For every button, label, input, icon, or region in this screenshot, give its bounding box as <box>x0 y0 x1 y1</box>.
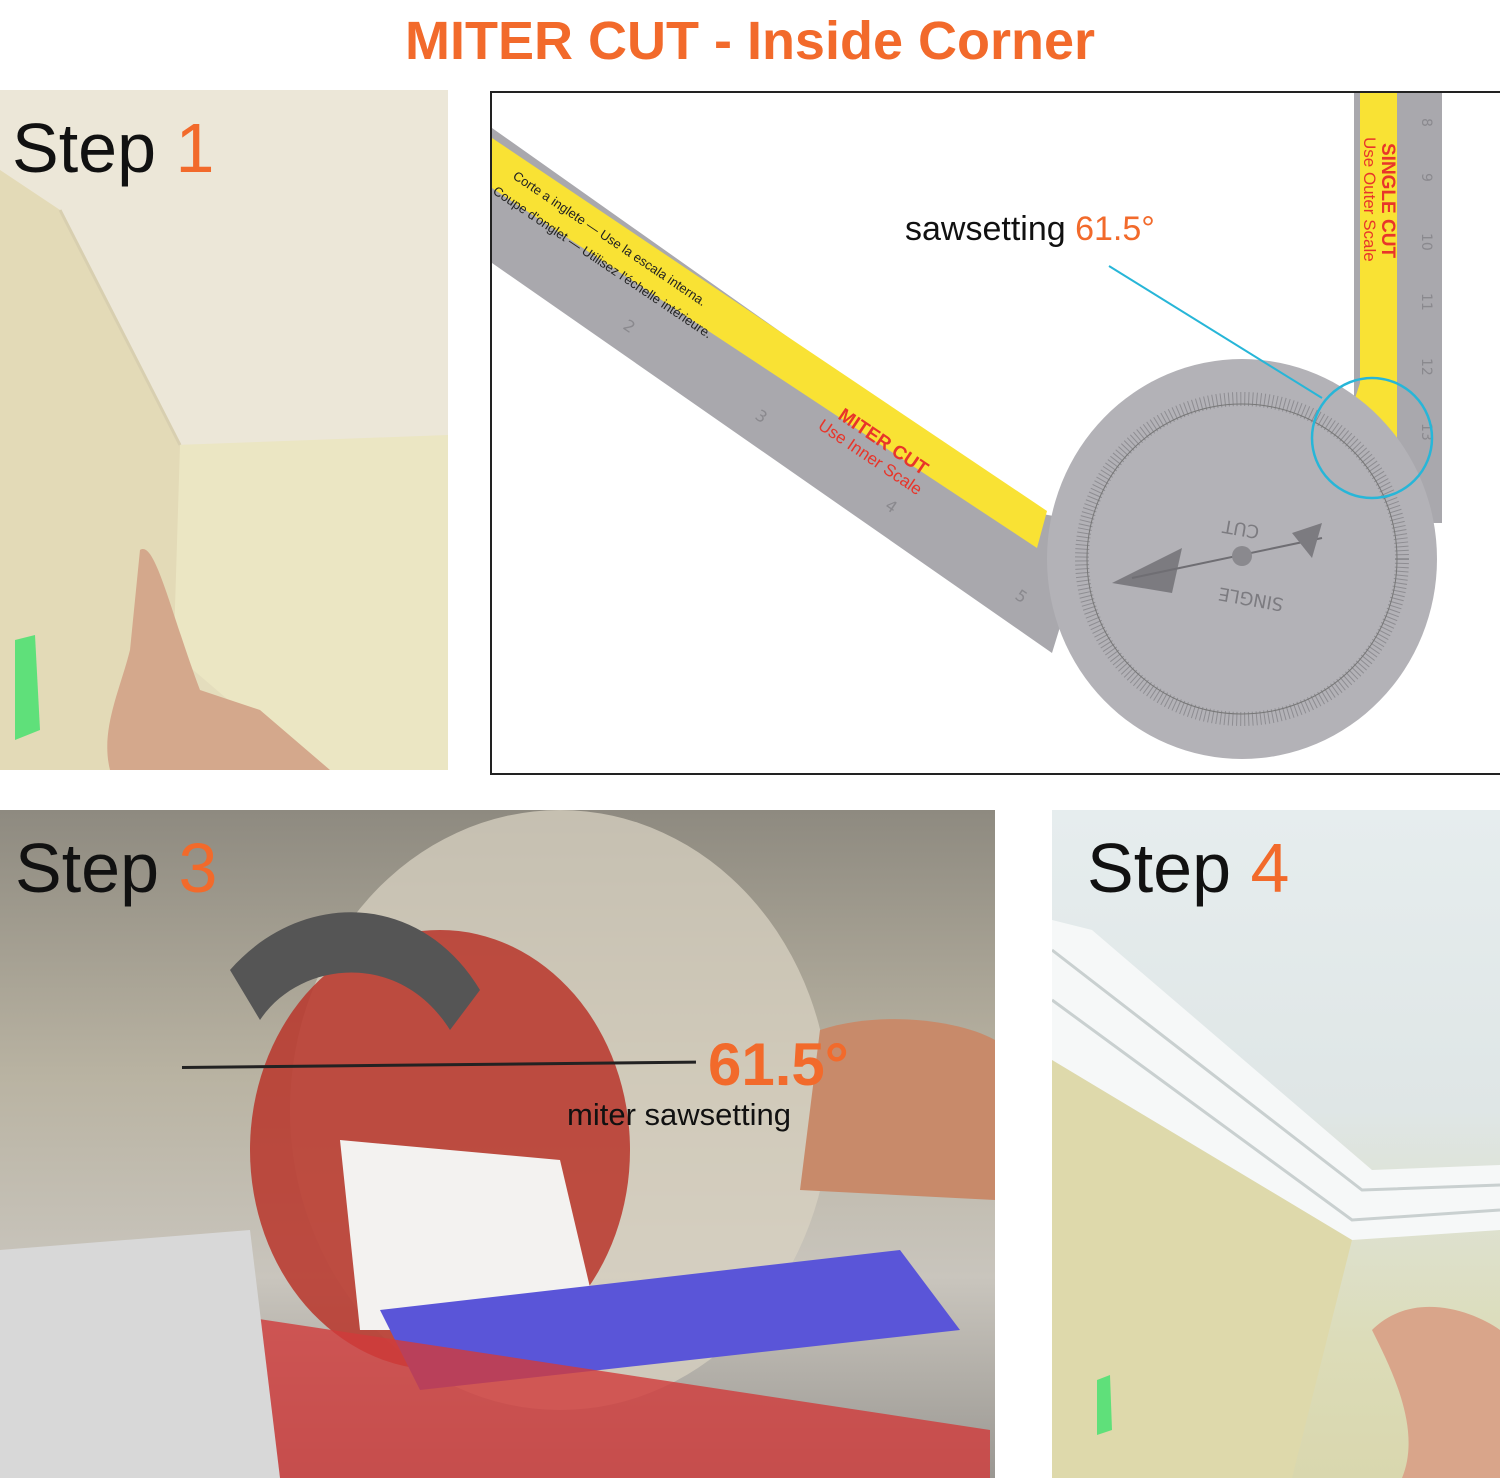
callout-line <box>1108 265 1323 399</box>
callout-circle <box>1310 376 1434 500</box>
step-number: 3 <box>178 829 218 907</box>
single-cut-sub: Use Outer Scale <box>1360 137 1379 262</box>
wall-corner-illustration <box>0 90 448 770</box>
protractor-callout: sawsetting 61.5° <box>905 210 1155 249</box>
step3-label: Step 3 <box>15 828 217 908</box>
protractor-dial: CUT SINGLE <box>1047 359 1437 759</box>
side-ruler-mark: 9 <box>1418 173 1434 182</box>
protractor-illustration: Corte a inglete — Use la escala interna.… <box>492 93 1442 759</box>
step4-photo: Step 4 <box>1052 810 1500 1478</box>
step1-photo: Step 1 <box>0 90 448 770</box>
step-number: 1 <box>175 109 215 187</box>
step-word: Step <box>15 829 159 907</box>
step-number: 4 <box>1250 829 1290 907</box>
page-title: MITER CUT - Inside Corner <box>404 11 1096 71</box>
miter-saw-illustration <box>0 810 995 1478</box>
side-ruler-mark: 10 <box>1418 233 1434 251</box>
saw-angle-value: 61.5° <box>708 1031 849 1098</box>
step3-photo: Step 3 <box>0 810 995 1478</box>
crown-molding-illustration <box>1052 920 1500 1478</box>
miter-arm: Corte a inglete — Use la escala interna.… <box>492 128 1092 653</box>
single-cut-label: SINGLE CUT <box>1377 143 1398 258</box>
side-ruler-mark: 8 <box>1418 118 1434 127</box>
side-ruler-mark: 11 <box>1418 293 1434 311</box>
step4-label: Step 4 <box>1087 828 1289 908</box>
side-ruler-mark: 12 <box>1418 358 1434 376</box>
callout-label: sawsetting <box>905 210 1066 248</box>
protractor-panel: Corte a inglete — Use la escala interna.… <box>490 91 1500 775</box>
callout-value: 61.5° <box>1075 210 1155 248</box>
saw-angle-caption: miter sawsetting <box>567 1097 791 1132</box>
step-word: Step <box>1087 829 1231 907</box>
step-word: Step <box>12 109 156 187</box>
step1-label: Step 1 <box>12 108 214 188</box>
